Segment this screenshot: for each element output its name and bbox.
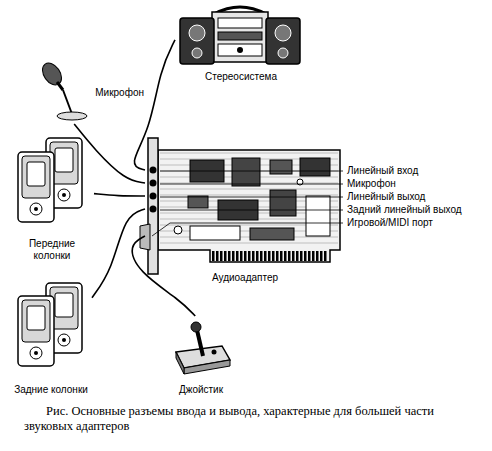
front-speakers-device: Передние колонки (10, 136, 94, 264)
microphone-picture (39, 60, 87, 120)
jack-label: Задний линейный выход (346, 204, 463, 216)
cable (132, 236, 195, 316)
device-label: Аудиоадаптер (212, 272, 278, 284)
jack-label: Линейный вход (346, 165, 419, 177)
stereo-device: Стереосистема (175, 3, 307, 85)
cable (92, 209, 145, 298)
stereo-picture (180, 7, 300, 64)
sound-card-picture (140, 138, 343, 274)
joystick-device: Джойстик (165, 316, 237, 398)
cable (94, 194, 145, 196)
jack-label: Линейный выход (346, 191, 426, 203)
cable (74, 124, 145, 183)
microphone-device: Микрофон (35, 62, 147, 124)
jack-label: Игровой/MIDI порт (346, 217, 434, 229)
device-label: Стереосистема (205, 71, 277, 83)
rear-speakers-device: Задние колонки (10, 280, 92, 398)
jack-label: Микрофон (346, 178, 397, 190)
front-speakers-picture (18, 138, 82, 222)
device-label: Микрофон (95, 87, 144, 99)
device-label: Задние колонки (14, 384, 88, 396)
device-label: Джойстик (179, 384, 223, 396)
sound-card: Аудиоадаптер (145, 138, 345, 286)
device-label: Передние колонки (13, 238, 91, 262)
figure-caption: Рис. Основные разъемы ввода и вывода, ха… (24, 404, 474, 434)
joystick-picture (176, 322, 230, 374)
cable (134, 40, 175, 170)
rear-speakers-picture (18, 283, 82, 366)
